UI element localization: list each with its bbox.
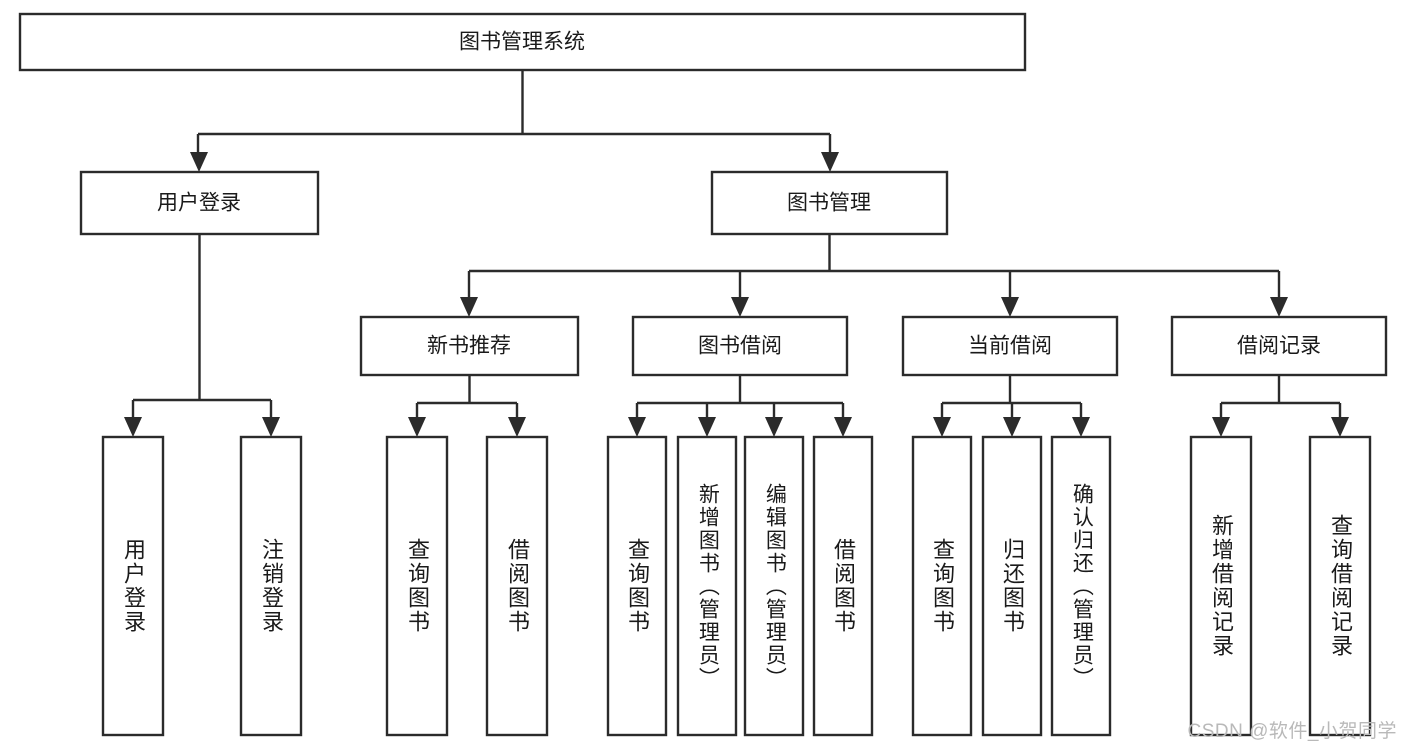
node-query-book-2-box[interactable] — [606, 435, 668, 737]
node-user-login-box[interactable] — [79, 170, 320, 236]
node-root-label: 图书管理系统 — [459, 31, 585, 54]
arrow-to-query-book-2 — [628, 417, 646, 437]
node-book-borrow-label: 图书借阅 — [698, 335, 782, 358]
arrow-to-query-book-1 — [408, 417, 426, 437]
node-query-borrow-record-box[interactable] — [1308, 435, 1372, 737]
node-borrow-book-1-box[interactable] — [485, 435, 549, 737]
connector-newbook-bus — [415, 375, 519, 420]
arrow-to-current-borrow — [1001, 297, 1019, 317]
arrow-to-add-borrow-record — [1212, 417, 1230, 437]
node-confirm-return-box[interactable] — [1050, 435, 1112, 737]
arrow-to-borrow-book-1 — [508, 417, 526, 437]
node-current-borrow[interactable]: 当前借阅 — [901, 315, 1119, 377]
node-borrow-record[interactable]: 借阅记录 — [1170, 315, 1388, 377]
connector-root-bus — [196, 70, 832, 160]
node-new-book-rec-label: 新书推荐 — [427, 335, 511, 358]
node-edit-book-box[interactable] — [743, 435, 805, 737]
connector-layer — [131, 70, 1342, 420]
node-borrow-record-label: 借阅记录 — [1237, 335, 1321, 358]
node-book-borrow-box[interactable] — [631, 315, 849, 377]
arrow-to-return-book — [1003, 417, 1021, 437]
node-new-book-rec[interactable]: 新书推荐 — [359, 315, 580, 377]
connector-borrowrecord-bus — [1219, 375, 1342, 420]
node-return-book-box[interactable] — [981, 435, 1043, 737]
node-user-login[interactable]: 用户登录 — [79, 170, 320, 236]
arrow-to-borrow-book-2 — [834, 417, 852, 437]
node-current-borrow-label: 当前借阅 — [968, 335, 1052, 358]
connector-userlogin-bus — [131, 234, 273, 420]
node-user-login-label: 用户登录 — [157, 192, 241, 215]
node-add-borrow-record-box[interactable] — [1189, 435, 1253, 737]
node-borrow-book-2-box[interactable] — [812, 435, 874, 737]
node-book-borrow[interactable]: 图书借阅 — [631, 315, 849, 377]
connector-bookborrow-bus — [635, 375, 845, 420]
node-add-book-box[interactable] — [676, 435, 738, 737]
node-book-manage[interactable]: 图书管理 — [710, 170, 949, 236]
leaf-layer — [101, 435, 1372, 737]
arrowhead-layer — [124, 152, 1349, 437]
node-borrow-record-box[interactable] — [1170, 315, 1388, 377]
node-book-manage-box[interactable] — [710, 170, 949, 236]
node-new-book-rec-box[interactable] — [359, 315, 580, 377]
arrow-to-confirm-return — [1072, 417, 1090, 437]
node-query-book-1-box[interactable] — [385, 435, 449, 737]
node-user-logout-box[interactable] — [239, 435, 303, 737]
arrow-to-new-book-rec — [460, 297, 478, 317]
arrow-to-user-logout — [262, 417, 280, 437]
arrow-to-edit-book — [765, 417, 783, 437]
node-root[interactable]: 图书管理系统 — [18, 12, 1027, 72]
node-user-login-do-box[interactable] — [101, 435, 165, 737]
node-query-book-3-box[interactable] — [911, 435, 973, 737]
arrow-to-query-book-3 — [933, 417, 951, 437]
node-book-manage-label: 图书管理 — [787, 192, 871, 215]
arrow-to-user-login-do — [124, 417, 142, 437]
arrow-to-book-borrow — [731, 297, 749, 317]
node-current-borrow-box[interactable] — [901, 315, 1119, 377]
arrow-to-book-manage — [821, 152, 839, 172]
arrow-to-add-book — [698, 417, 716, 437]
arrow-to-query-borrow-record — [1331, 417, 1349, 437]
arrow-to-user-login — [190, 152, 208, 172]
connector-bookmanage-bus — [467, 234, 1281, 301]
connector-currentborrow-bus — [940, 375, 1083, 420]
arrow-to-borrow-record — [1270, 297, 1288, 317]
node-root-box[interactable] — [18, 12, 1027, 72]
